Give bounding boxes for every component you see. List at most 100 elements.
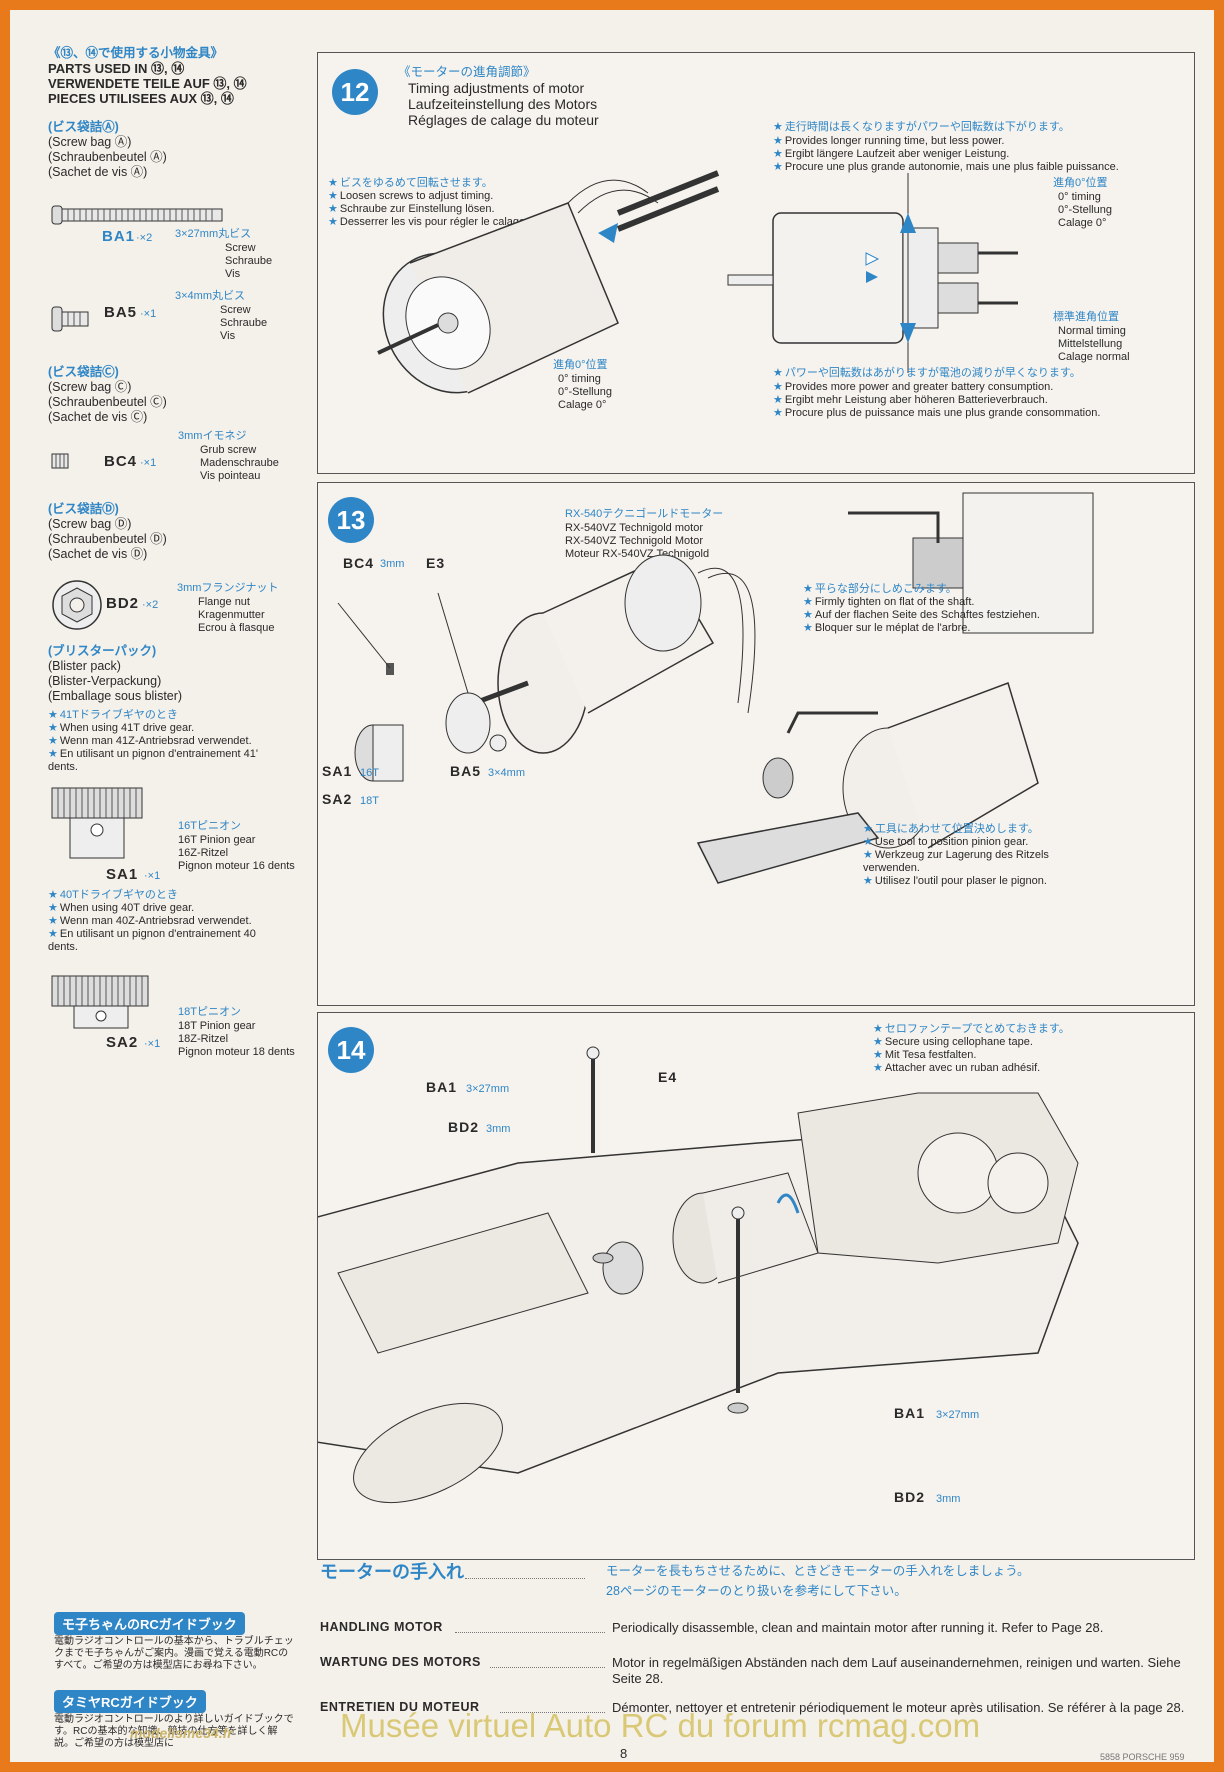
blister-en: (Blister pack) [48,659,121,673]
bag-d-fr: (Sachet de vis Ⓓ) [48,547,148,561]
ba1-bottom-label: BA1 [894,1405,926,1421]
blister-fr: (Emballage sous blister) [48,689,183,703]
note41-fr: En utilisant un pignon d'entrainement 41… [48,748,288,774]
bc4-label: BC4 [343,555,375,571]
bd2-name-de: Kragenmutter [198,609,265,621]
step-12-number: 12 [332,69,378,115]
flat-de: Auf der flachen Seite des Schaftes festz… [803,609,1040,622]
bc4-size: 3mmイモネジ [178,430,247,442]
bd2-name-fr: Ecrou à flasque [198,622,275,634]
handling-row-fr-title: ENTRETIEN DU MOTEUR [320,1700,480,1714]
bag-a-jp: (ビス袋詰Ⓐ) [48,120,119,134]
step-12-panel: 12 《モーターの進角調節》 Timing adjustments of mot… [317,52,1195,474]
blister-jp: (ブリスターパック) [48,644,157,658]
handling-row-de-title: WARTUNG DES MOTORS [320,1655,481,1669]
bd2-flange-nut-icon [52,580,102,630]
ba1-qty: ·×2 [136,232,153,244]
note41-en: When using 41T drive gear. [48,722,194,735]
guide-2-title: タミヤRCガイドブック [54,1690,206,1713]
pinion-positioning-drawing [696,492,1094,884]
manual-page: 《⑬、⑭で使用する小物金具》 PARTS USED IN ⑬, ⑭ VERWEN… [10,10,1214,1762]
motor-perspective-drawing [377,170,720,394]
bc4-name-de: Madenschraube [200,457,279,469]
footer-code: 5858 PORSCHE 959 [1100,1752,1185,1762]
step-12-title-de: Laufzeiteinstellung des Motors [408,96,598,112]
parts-title-en: PARTS USED IN ⑬, ⑭ [48,61,185,76]
sa2-hub-graphic [73,1005,129,1029]
handling-text-jp-1: モーターを長もちさせるために、ときどきモーターの手入れをしましょう。 [606,1564,1030,1578]
normal-jp: 標準進角位置 [1053,311,1119,323]
note41-de: Wenn man 41Z-Antriebsrad verwendet. [48,735,252,748]
bd2-bottom-label: BD2 [894,1489,926,1505]
loosen-de: Schraube zur Einstellung lösen. [328,203,495,216]
motor-side-view-drawing [727,173,1018,373]
more-de: Ergibt mehr Leistung aber höheren Batter… [773,394,1048,407]
parts-title-jp: 《⑬、⑭で使用する小物金具》 [48,46,224,60]
motor-de: RX-540VZ Technigold Motor [565,535,703,547]
bc4-name-en: Grub screw [200,444,257,456]
ba1-size: 3×27mm丸ビス [175,228,252,240]
ba5-size: 3×4mm丸ビス [175,290,245,302]
bc4-label-size: 3mm [380,558,405,570]
watermark-small: modelisme34.fr [130,1725,233,1741]
tape-en: Secure using cellophane tape. [873,1036,1033,1049]
ba5-name-en: Screw [220,304,251,316]
loosen-en: Loosen screws to adjust timing. [328,190,493,203]
handling-row-fr-text: Démonter, nettoyer et entretenir périodi… [612,1700,1185,1715]
ba1-screw-icon [51,205,223,225]
sa2-qty: ·×1 [144,1038,161,1050]
handling-text-jp-2: 28ページのモーターのとり扱いを参考にして下さい。 [606,1584,907,1598]
loosen-jp: ビスをゆるめて回転させます。 [328,177,493,190]
bag-c-fr: (Sachet de vis Ⓒ) [48,410,148,424]
blister-de: (Blister-Verpackung) [48,674,162,688]
ba1-name-en: Screw [225,242,256,254]
normal-de: Mittelstellung [1058,338,1123,350]
more-fr: Procure plus de puissance mais une plus … [773,407,1101,420]
bag-c-jp: (ビス袋詰Ⓒ) [48,365,119,379]
ba5-label: BA5 [450,763,482,779]
sa2-code: SA2 [106,1034,139,1051]
bd2-top-label: BD2 [448,1119,480,1135]
bd2-code: BD2 [106,595,140,612]
more-en: Provides more power and greater battery … [773,381,1053,394]
ba5-qty: ·×1 [140,308,157,320]
step-13-panel: 13 RX-540テクニゴールドモーター RX-540VZ Technigold… [317,482,1195,1006]
ba5-name-fr: Vis [220,330,236,342]
ba1-top-label: BA1 [426,1079,458,1095]
step-14-panel: 14 セロファンテープでとめておきます。 Secure using cellop… [317,1012,1195,1560]
bag-c-en: (Screw bag Ⓒ) [48,380,132,394]
longer-de: Ergibt längere Laufzeit aber weniger Lei… [773,148,1009,161]
zero-right-jp: 進角0°位置 [1053,177,1108,189]
step-12-diagrams [377,170,1018,394]
chassis-drawing [318,1046,1079,1504]
handling-row-de-text: Motor in regelmäßigen Abständen nach dem… [612,1655,1181,1686]
zero-left-de: 0°-Stellung [558,386,612,398]
parts-title-fr: PIECES UTILISEES AUX ⑬, ⑭ [48,91,234,106]
step-13-number: 13 [328,497,374,543]
bc4-qty: ·×1 [140,457,157,469]
sa1-label: SA1 [322,763,353,779]
sa2-label-size: 18T [360,795,379,807]
sa2-name-en: 18T Pinion gear [178,1020,256,1032]
flat-fr: Bloquer sur le méplat de l'arbre. [803,622,971,635]
flat-en: Firmly tighten on flat of the shaft. [803,596,975,609]
bd2-size: 3mmフランジナット [177,582,279,594]
ba5-label-size: 3×4mm [488,767,525,779]
step-12-title-jp: 《モーターの進角調節》 [398,65,536,79]
step-12-title-en: Timing adjustments of motor [408,80,585,96]
guide-2-text: 電動ラジオコントロールのより詳しいガイドブックです。RCの基本的な知識、競技の仕… [54,1714,294,1749]
ba5-screw-icon [51,306,89,332]
tool-de: Werkzeug zur Lagerung des Ritzels verwen… [863,849,1063,875]
ba1-name-fr: Vis [225,268,241,280]
ba5-code: BA5 [104,304,138,321]
normal-fr: Calage normal [1058,351,1130,363]
motor-en: RX-540VZ Technigold motor [565,522,703,534]
ba1-bottom-size: 3×27mm [936,1409,980,1421]
loosen-fr: Desserrer les vis pour régler le calage. [328,216,528,229]
sa1-name-fr: Pignon moteur 16 dents [178,860,295,872]
note40-fr: En utilisant un pignon d'entrainement 40… [48,928,278,954]
bag-d-jp: (ビス袋詰Ⓓ) [48,502,119,516]
note40-de: Wenn man 40Z-Antriebsrad verwendet. [48,915,252,928]
tape-de: Mit Tesa festfalten. [873,1049,977,1062]
ba1-name-de: Schraube [225,255,273,267]
